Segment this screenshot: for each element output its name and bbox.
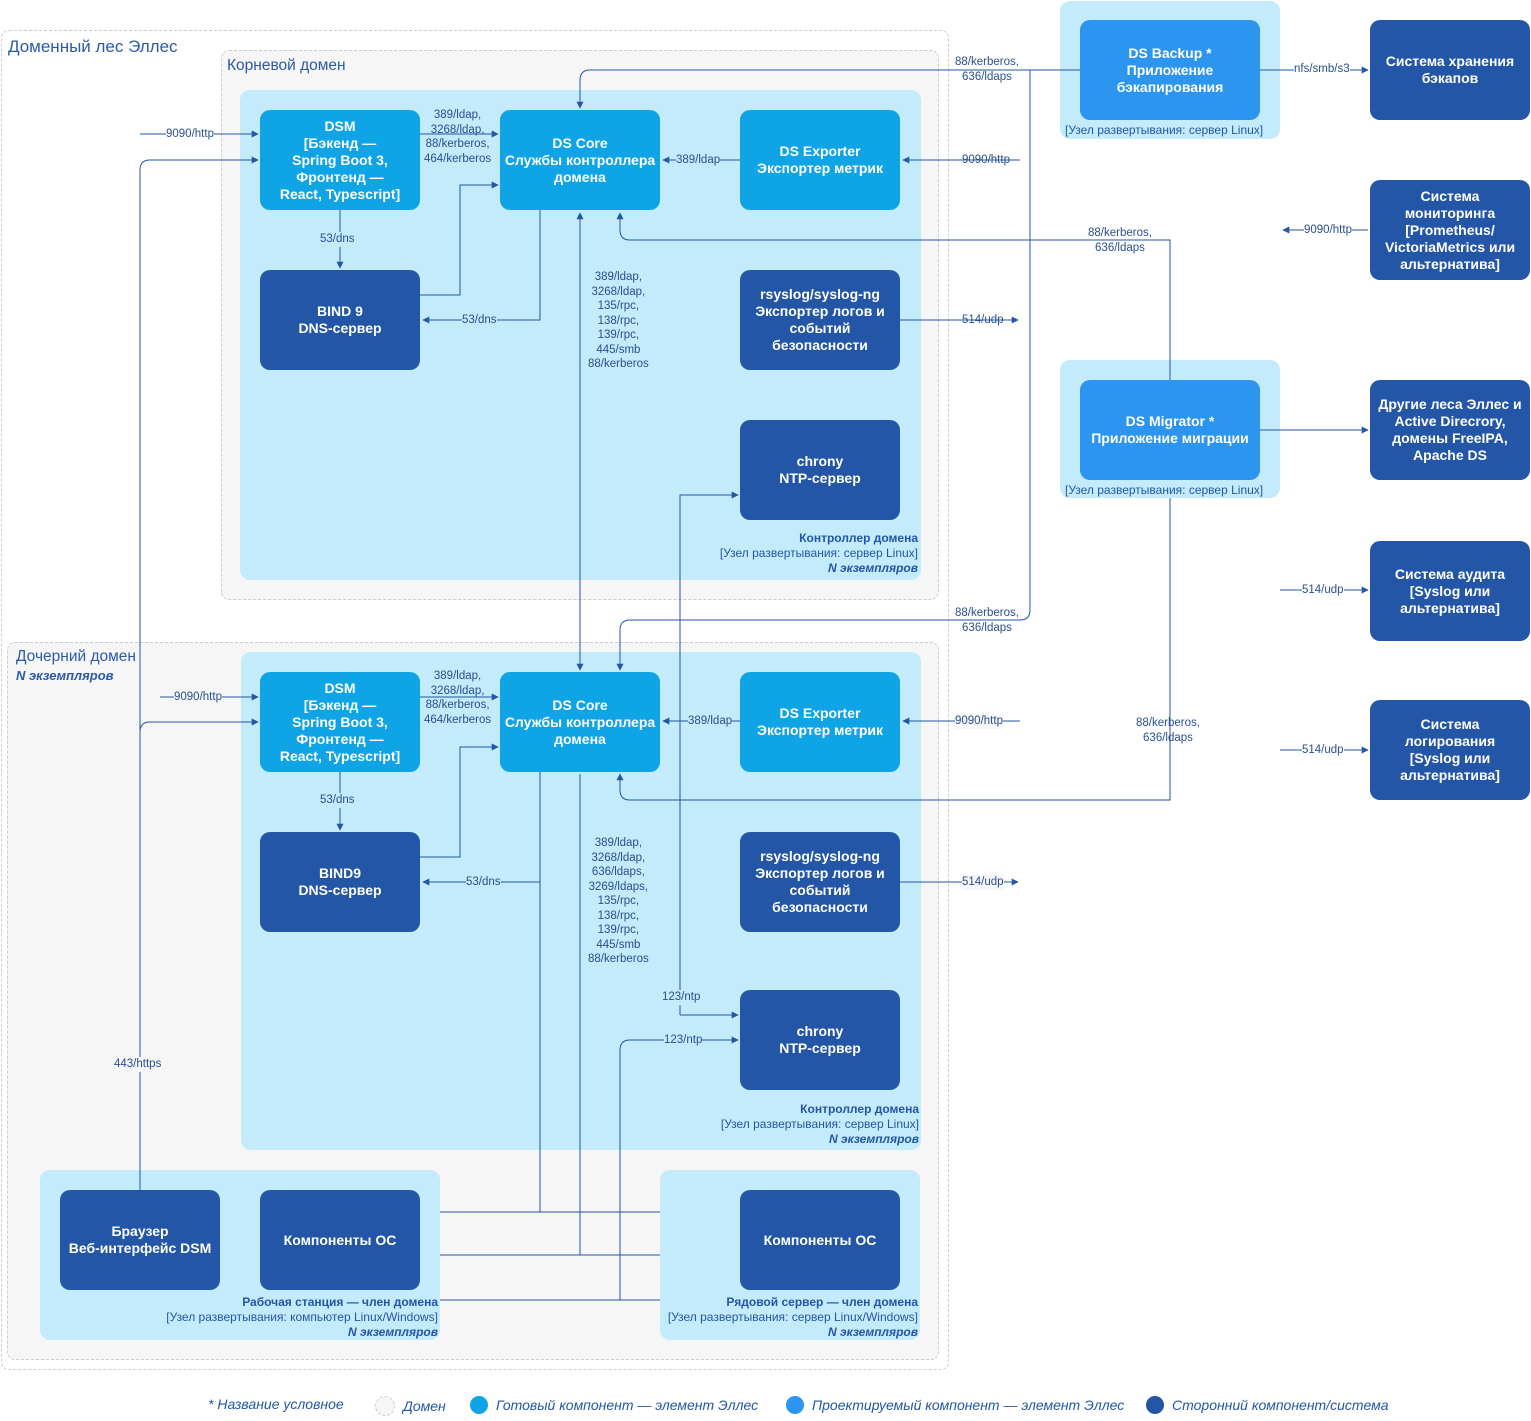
child-domain-title: Дочерний домен: [16, 648, 136, 665]
wire-browser-dsm-child: [139, 718, 259, 733]
legend-domain-swatch: [375, 1396, 395, 1416]
label-migrator-root: 88/kerberos,636/ldaps: [1088, 227, 1152, 254]
label-child-exp-core: 389/ldap: [688, 714, 733, 729]
forest-title: Доменный лес Эллес: [8, 37, 178, 56]
ds-migrator-box[interactable]: DS Migrator *Приложение миграции: [1080, 380, 1260, 480]
wire-ntp-child-chrony: [619, 1036, 739, 1300]
member-caption: Рядовой сервер — член домена [Узел разве…: [667, 1295, 918, 1339]
forest-zone: [1, 30, 949, 1370]
wire-browser-dsm-root: [139, 156, 259, 1190]
label-root-http: 9090/http: [166, 127, 214, 142]
wire-root-core-bind: [422, 210, 541, 324]
label-ntp-2: 123/ntp: [664, 1033, 703, 1048]
label-child-dsm-bind: 53/dns: [320, 793, 355, 808]
legend-note: * Название условное: [208, 1396, 344, 1412]
wire-root-chrony: [679, 491, 739, 1015]
wire-migrator-root-core: [616, 212, 1171, 380]
legend-third: Сторонний компонент/система: [1146, 1396, 1389, 1414]
label-logging: 514/udp: [1302, 743, 1344, 758]
label-ntp-1: 123/ntp: [662, 990, 701, 1005]
label-root-dsm-core: 389/ldap,3268/ldap,88/kerberos,464/kerbe…: [424, 109, 492, 165]
wire-root-bind-core: [420, 181, 499, 296]
label-child-exp-http: 9090/http: [955, 714, 1003, 729]
wire-ws-core-1: [440, 775, 541, 1213]
label-backup-root: 88/kerberos,636/ldaps: [955, 56, 1019, 83]
child-domain-count: N экземпляров: [16, 668, 114, 683]
wire-child-bind-core: [420, 743, 499, 858]
label-child-http: 9090/http: [174, 690, 222, 705]
label-root-exp-http: 9090/http: [962, 154, 1010, 166]
label-child-rsyslog: 514/udp: [962, 875, 1004, 890]
label-backup-child: 88/kerberos,636/ldaps: [955, 607, 1019, 634]
label-root-vertical: 389/ldap,3268/ldap,135/rpc,138/rpc,139/r…: [588, 270, 649, 372]
label-https: 443/https: [114, 1057, 162, 1072]
monitoring-box[interactable]: Система мониторинга[Prometheus/VictoriaM…: [1370, 180, 1530, 280]
label-child-core-bind: 53/dns: [466, 875, 501, 890]
migrator-caption: [Узел развертывания: сервер Linux]: [1065, 483, 1264, 497]
legend-ready: Готовый компонент — элемент Эллес: [470, 1396, 758, 1414]
workstation-caption: Рабочая станция — член домена [Узел разв…: [166, 1295, 438, 1339]
label-root-exp-core: 389/ldap: [676, 153, 721, 168]
label-child-dsm-core: 389/ldap,3268/ldap,88/kerberos,464/kerbe…: [424, 670, 492, 726]
label-migrator-child: 88/kerberos,636/ldaps: [1136, 717, 1200, 744]
label-audit: 514/udp: [1302, 583, 1344, 598]
label-child-vertical: 389/ldap,3268/ldap,636/ldaps,3269/ldaps,…: [588, 836, 649, 967]
child-dsm-box[interactable]: DSM[Бэкенд —Spring Boot 3,Фронтенд —Reac…: [260, 672, 420, 772]
legend-ready-swatch: [470, 1396, 488, 1414]
label-monitoring: 9090/http: [1304, 223, 1352, 238]
legend-third-swatch: [1146, 1396, 1164, 1414]
wire-backup-root-core: [576, 69, 1080, 109]
wire-backup-child-core: [616, 70, 1031, 671]
label-root-core-bind: 53/dns: [462, 313, 497, 328]
label-root-rsyslog: 514/udp: [962, 314, 1004, 326]
child-dc-caption: Контроллер домена [Узел развертывания: с…: [720, 1102, 919, 1146]
legend-domain: Домен: [375, 1396, 446, 1416]
root-dc-caption: Контроллер домена [Узел развертывания: с…: [719, 531, 918, 575]
backup-caption: [Узел развертывания: сервер Linux]: [1065, 123, 1264, 137]
root-domain-title: Корневой домен: [227, 57, 346, 74]
legend-designed-swatch: [786, 1396, 804, 1414]
label-root-dsm-bind: 53/dns: [320, 232, 355, 247]
wire-migrator-child-core: [616, 498, 1171, 801]
member-os-box[interactable]: Компоненты ОС: [740, 1190, 900, 1290]
label-storage: nfs/smb/s3: [1294, 62, 1350, 77]
wire-ws-core-2: [440, 774, 581, 1256]
root-dsm-box[interactable]: DSM[Бэкенд —Spring Boot 3,Фронтенд —Reac…: [260, 110, 420, 210]
wire-child-core-bind: [422, 772, 541, 886]
legend-designed: Проектируемый компонент — элемент Эллес: [786, 1396, 1124, 1414]
workstation-os-box[interactable]: Компоненты ОС: [260, 1190, 420, 1290]
